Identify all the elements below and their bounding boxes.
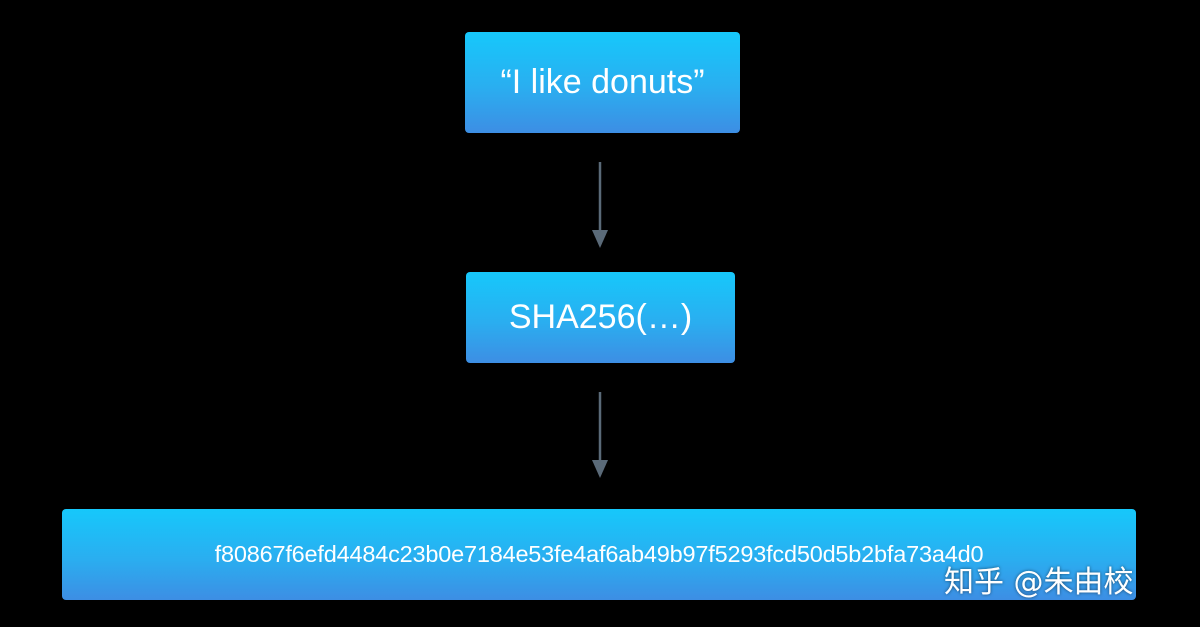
hash-output-label: f80867f6efd4484c23b0e7184e53fe4af6ab49b9… xyxy=(214,541,984,567)
input-string-box: “I like donuts” xyxy=(465,32,740,133)
input-string-label: “I like donuts” xyxy=(500,63,705,101)
hash-function-box: SHA256(…) xyxy=(466,272,735,363)
watermark: 知乎 @朱由校 xyxy=(944,565,1134,600)
hash-output-box: f80867f6efd4484c23b0e7184e53fe4af6ab49b9… xyxy=(62,509,1136,600)
hash-function-label: SHA256(…) xyxy=(508,298,693,336)
arrow-input-to-hash xyxy=(592,162,608,248)
arrow-hash-to-output xyxy=(592,392,608,478)
